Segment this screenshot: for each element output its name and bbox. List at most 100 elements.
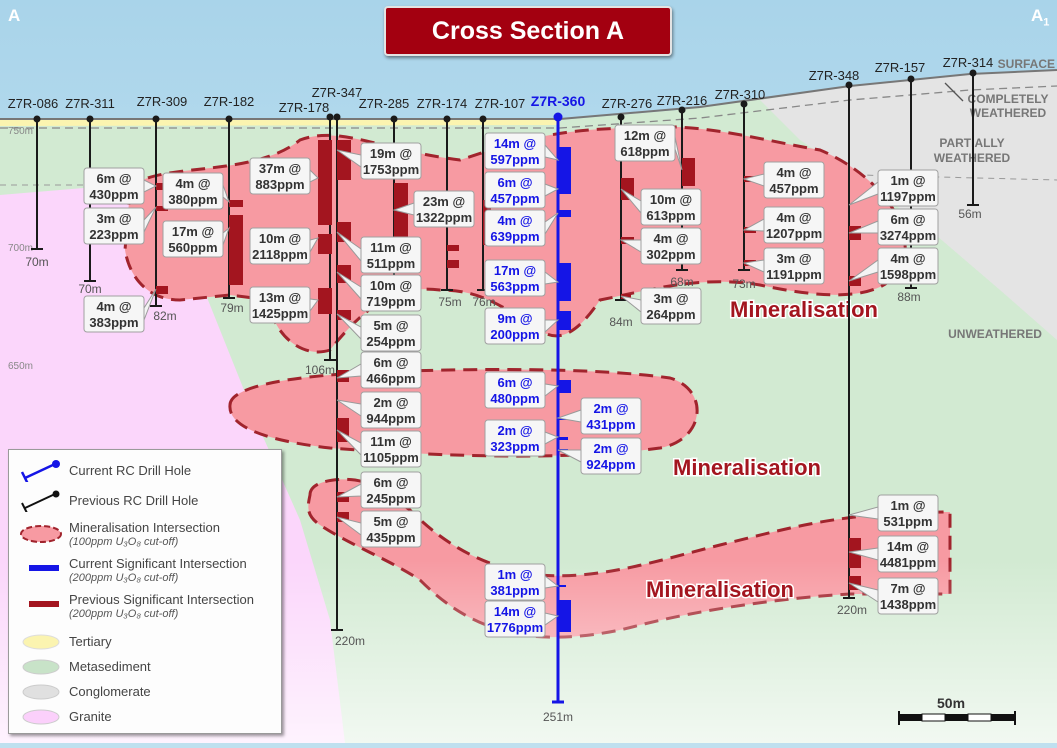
intersection-grade: 1598ppm [880, 267, 936, 282]
intersection-length: 4m @ [653, 231, 688, 246]
intersection-length: 5m @ [373, 514, 408, 529]
callout-box [484, 600, 546, 638]
drill-hole-id: Z7R-216 [657, 93, 708, 108]
previous-intersection-bar [447, 245, 459, 251]
conglomerate-swatch-icon [22, 684, 60, 700]
intersection-grade: 200ppm [490, 327, 539, 342]
previous-intersection-bar [337, 310, 351, 320]
legend-label: Previous RC Drill Hole [69, 493, 199, 508]
callout-box [614, 124, 676, 162]
intersection-length: 14m @ [494, 136, 536, 151]
intersection-grade: 1438ppm [880, 597, 936, 612]
scale-bar-label: 50m [937, 695, 966, 711]
callout-box [413, 190, 475, 228]
legend-label: Current RC Drill Hole [69, 463, 192, 478]
callout-box [360, 142, 422, 180]
drill-hole-id: Z7R-174 [417, 96, 468, 111]
intersection-length: 1m @ [890, 498, 925, 513]
intersection-length: 6m @ [373, 355, 408, 370]
drill-hole-id: Z7R-157 [875, 60, 926, 75]
intersection-grade: 597ppm [490, 152, 539, 167]
callout-box [83, 295, 145, 333]
elevation-label-650: 650m [8, 361, 33, 372]
current-intersection-bar [558, 210, 571, 217]
callout-box [83, 167, 145, 205]
callout-box [877, 208, 939, 246]
current-intersection-bar [558, 600, 571, 632]
current-intersection-bar [558, 311, 571, 330]
callout-box [763, 161, 825, 199]
intersection-grade: 457ppm [490, 191, 539, 206]
intersection-length: 1m @ [890, 173, 925, 188]
legend-sublabel: (200ppm U₃O₈ cut-off) [69, 608, 179, 620]
callout-box [484, 307, 546, 345]
drill-hole-collar [33, 115, 41, 123]
intersection-grade: 4481ppm [880, 555, 936, 570]
drill-hole-collar [479, 115, 487, 123]
callout-box [162, 172, 224, 210]
intersection-grade: 1197ppm [880, 189, 936, 204]
elevation-axis: 750m 700m 650m [8, 126, 33, 372]
intersection-grade: 264ppm [646, 307, 695, 322]
current-intersection-bar [558, 147, 571, 185]
intersection-callout: 6m @245ppm [336, 471, 422, 509]
callout-box [877, 577, 939, 615]
callout-box [877, 535, 939, 573]
mineralisation-label-middle: Mineralisation [673, 455, 821, 480]
previous-intersection-bar [447, 260, 459, 268]
intersection-callout: 4m @380ppm [162, 172, 231, 210]
previous-intersection-bar [337, 140, 351, 180]
intersection-grade: 883ppm [255, 177, 304, 192]
drill-hole-depth: 73m [732, 277, 755, 291]
intersection-callout: 4m @639ppm [484, 209, 559, 247]
intersection-grade: 480ppm [490, 391, 539, 406]
intersection-callout: 3m @264ppm [620, 287, 702, 325]
intersection-grade: 1207ppm [766, 226, 822, 241]
callout-box [877, 494, 939, 532]
tertiary-layer [0, 119, 560, 126]
intersection-length: 2m @ [593, 441, 628, 456]
intersection-grade: 381ppm [490, 583, 539, 598]
intersection-grade: 3274ppm [880, 228, 936, 243]
intersection-callout: 37m @883ppm [249, 157, 319, 195]
intersection-callout: 6m @3274ppm [848, 208, 939, 246]
callout-box [484, 563, 546, 601]
intersection-grade: 254ppm [366, 334, 415, 349]
drill-hole-collar [326, 113, 334, 121]
drill-hole-id: Z7R-311 [65, 96, 115, 111]
intersection-length: 10m @ [650, 192, 692, 207]
legend-label: Conglomerate [69, 684, 151, 699]
callout-box [83, 207, 145, 245]
intersection-callout: 10m @613ppm [620, 188, 702, 226]
callout-box [580, 437, 642, 475]
intersection-callout: 10m @2118ppm [249, 227, 320, 265]
intersection-length: 6m @ [373, 475, 408, 490]
intersection-grade: 1776ppm [487, 620, 543, 635]
intersection-length: 17m @ [172, 224, 214, 239]
intersection-callout: 4m @383ppm [83, 288, 157, 333]
surface-label: SURFACE [998, 57, 1055, 71]
scale-bar [898, 711, 1016, 725]
previous-intersection-bar [682, 158, 695, 186]
callout-box [360, 274, 422, 312]
intersection-grade: 563ppm [490, 279, 539, 294]
callout-box [763, 206, 825, 244]
intersection-callout: 12m @618ppm [614, 124, 683, 171]
callout-box [162, 220, 224, 258]
legend-label: Tertiary [69, 634, 112, 649]
previous-intersection-bar [156, 206, 168, 211]
intersection-callout: 13m @1425ppm [249, 286, 319, 324]
previous-intersection-bar [318, 234, 332, 254]
intersection-grade: 302ppm [646, 247, 695, 262]
intersection-callout: 19m @1753ppm [336, 142, 422, 180]
drill-hole-collar [86, 115, 94, 123]
intersection-grade: 924ppm [586, 457, 635, 472]
intersection-length: 23m @ [423, 194, 465, 209]
intersection-grade: 1191ppm [766, 267, 822, 282]
callout-box [763, 247, 825, 285]
current-intersection-bar [558, 380, 571, 393]
intersection-callout: 1m @381ppm [484, 563, 560, 601]
intersection-length: 6m @ [497, 375, 532, 390]
intersection-callout: 6m @430ppm [83, 167, 158, 205]
intersection-grade: 431ppm [586, 417, 635, 432]
